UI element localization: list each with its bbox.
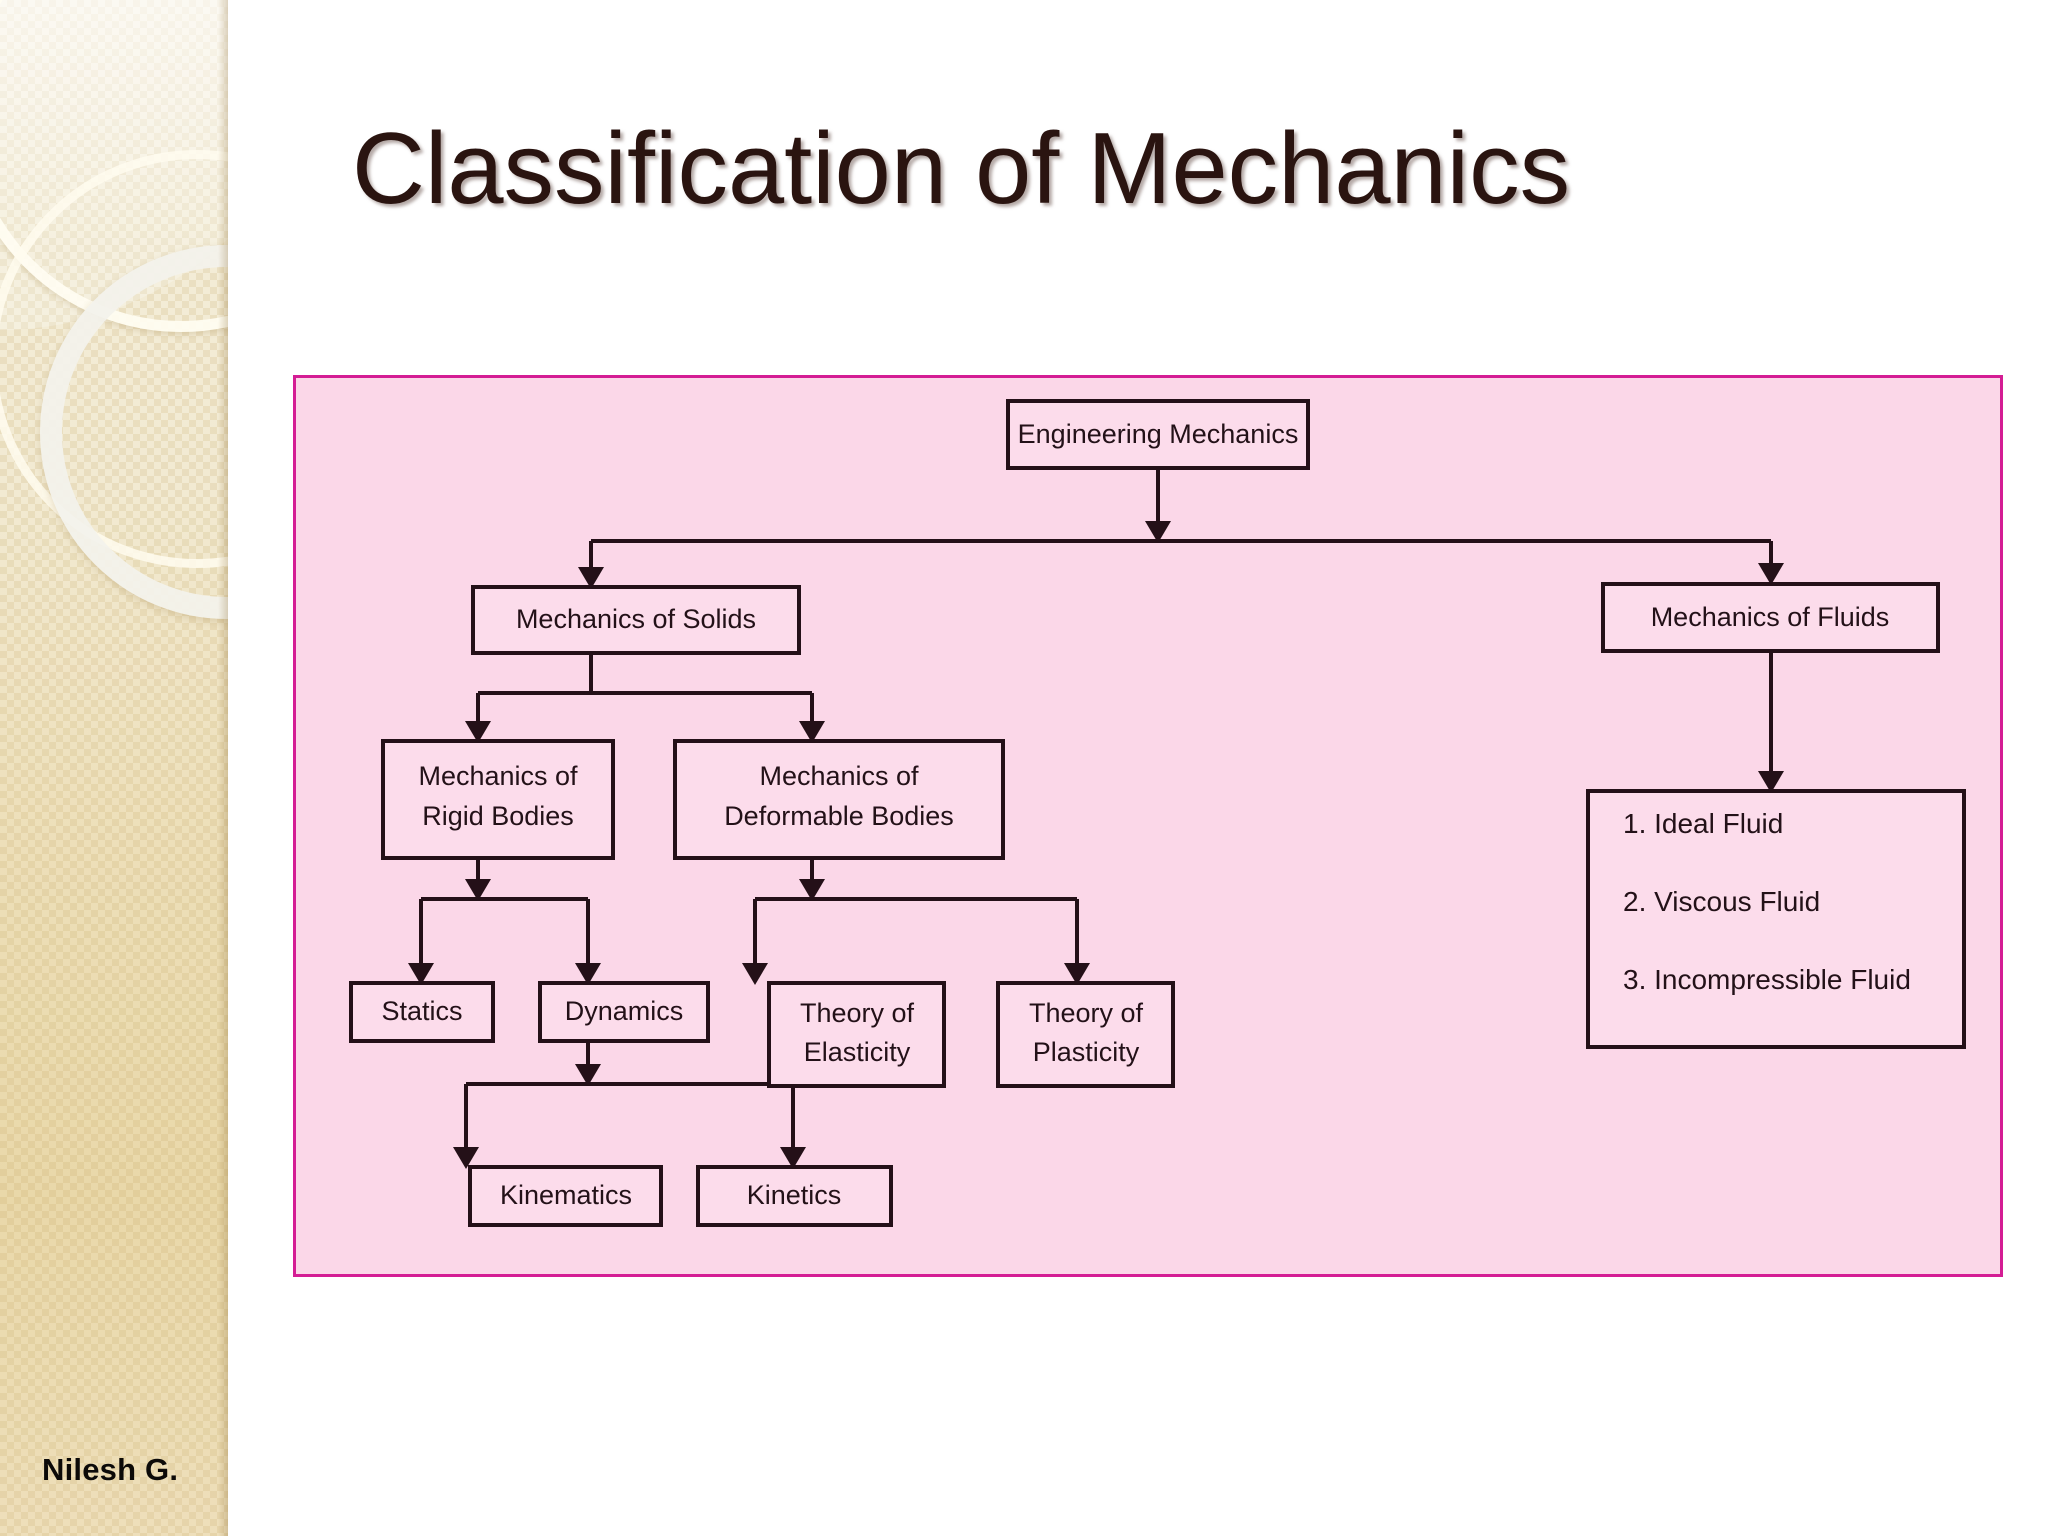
node-mechanics-of-rigid-bodies[interactable]: Mechanics of Rigid Bodies [381,739,615,860]
node-mechanics-of-fluids[interactable]: Mechanics of Fluids [1601,582,1940,653]
sidebar-edge-shadow [218,0,228,1536]
author-label: Nilesh G. [42,1452,179,1487]
decorative-sidebar [0,0,228,1536]
page-title: Classification of Mechanics [352,113,1571,225]
node-mechanics-of-deformable-bodies[interactable]: Mechanics of Deformable Bodies [673,739,1005,860]
arrowhead-fluids [1758,563,1784,585]
fluid-list-item-1: 1. Ideal Fluid [1623,808,1783,839]
node-plasticity-line2: Plasticity [1033,1037,1140,1067]
diagram-panel: Engineering Mechanics Mechanics of Solid… [293,375,2003,1277]
node-rigid-line2: Rigid Bodies [422,801,574,831]
node-mechanics-of-fluids-label: Mechanics of Fluids [1651,602,1890,632]
node-dynamics-label: Dynamics [565,996,684,1026]
arrowhead-elasticity [742,963,768,985]
node-fluid-types-list[interactable]: 1. Ideal Fluid 2. Viscous Fluid 3. Incom… [1586,789,1966,1049]
node-statics-label: Statics [381,996,462,1026]
node-kinetics-label: Kinetics [747,1180,842,1210]
node-kinetics[interactable]: Kinetics [696,1165,893,1227]
node-mechanics-of-solids[interactable]: Mechanics of Solids [471,585,801,655]
classification-flowchart: Engineering Mechanics Mechanics of Solid… [349,399,1966,1227]
node-deformable-line2: Deformable Bodies [724,801,954,831]
node-engineering-mechanics[interactable]: Engineering Mechanics [1006,399,1310,470]
fluid-list-item-3: 3. Incompressible Fluid [1623,964,1911,995]
node-kinematics-label: Kinematics [500,1180,632,1210]
node-rigid-line1: Mechanics of [418,761,578,791]
node-statics[interactable]: Statics [349,981,495,1043]
node-elasticity-line2: Elasticity [804,1037,911,1067]
sidebar-top-wash [0,0,228,250]
node-kinematics[interactable]: Kinematics [468,1165,663,1227]
node-theory-of-plasticity[interactable]: Theory of Plasticity [996,981,1175,1088]
node-elasticity-line1: Theory of [800,998,915,1028]
node-theory-of-elasticity[interactable]: Theory of Elasticity [767,981,946,1088]
node-deformable-line1: Mechanics of [759,761,919,791]
node-mechanics-of-solids-label: Mechanics of Solids [516,604,756,634]
fluid-list-item-2: 2. Viscous Fluid [1623,886,1820,917]
node-dynamics[interactable]: Dynamics [538,981,710,1043]
node-plasticity-line1: Theory of [1029,998,1144,1028]
node-engineering-mechanics-label: Engineering Mechanics [1018,419,1299,449]
